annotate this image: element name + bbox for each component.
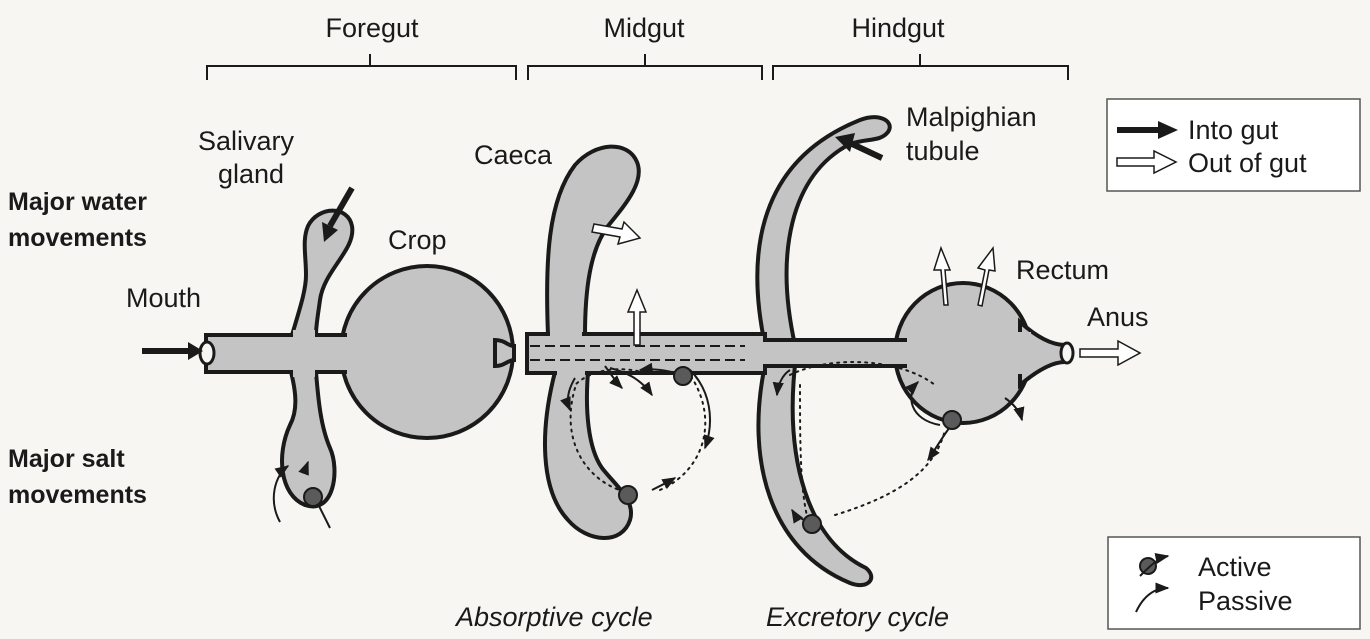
anus-out-arrow	[1080, 341, 1140, 365]
salivary-label-line1: Salivary	[198, 126, 295, 156]
passive-arrow-midgut-3	[690, 370, 710, 448]
malpighian-label-line1: Malpighian	[906, 102, 1037, 132]
excretory-cycle-label: Excretory cycle	[766, 602, 949, 632]
hindgut-tube	[765, 340, 905, 366]
hindgut-label: Hindgut	[851, 13, 945, 43]
salivary-gland-upper	[292, 211, 352, 335]
caeca-junction-upper	[550, 330, 582, 339]
caeca-label: Caeca	[474, 140, 553, 170]
salt-label-line1: Major salt	[8, 445, 125, 473]
legend-water-direction: Into gut Out of gut	[1107, 99, 1360, 191]
excretory-dotted-right	[835, 430, 945, 515]
active-pump-midgut	[674, 367, 692, 385]
foregut-tube	[206, 335, 345, 372]
salivary-gland-lower	[282, 372, 334, 506]
midgut-bracket	[528, 54, 762, 80]
anus-label: Anus	[1087, 302, 1149, 332]
midgut-tube	[527, 334, 765, 373]
rectum-junction	[896, 342, 916, 364]
caeca-junction-lower	[557, 368, 585, 377]
salivary-junction-upper	[293, 330, 315, 338]
water-label-line2: movements	[8, 224, 147, 252]
foregut-bracket	[207, 54, 516, 80]
malpighian-label-line2: tubule	[906, 136, 980, 166]
legend-into-label: Into gut	[1188, 115, 1279, 145]
legend-out-label: Out of gut	[1188, 148, 1307, 178]
gut-anatomy	[200, 117, 1073, 585]
salivary-junction-lower	[293, 369, 315, 377]
absorptive-cycle-label: Absorptive cycle	[454, 602, 653, 632]
mouth-label: Mouth	[126, 283, 201, 313]
salt-label-line2: movements	[8, 481, 147, 509]
anus-opening	[1061, 343, 1073, 363]
proventriculus	[495, 340, 514, 366]
active-pump-rectum	[943, 411, 961, 429]
anal-junction	[1017, 332, 1031, 374]
malpighian-arrow	[850, 143, 882, 158]
malpighian-tubule-lower	[758, 365, 871, 585]
rectum-label: Rectum	[1016, 255, 1109, 285]
crop	[341, 266, 513, 438]
midgut-label: Midgut	[603, 13, 685, 43]
water-label-line1: Major water	[8, 188, 147, 216]
legend-passive-label: Passive	[1198, 586, 1293, 616]
legend-active-pump	[1140, 558, 1156, 574]
active-pump-caeca	[619, 486, 637, 504]
active-pump-tubule	[803, 515, 821, 533]
absorptive-dotted-right	[660, 378, 705, 490]
midgut-hindgut-junction	[760, 342, 780, 364]
mouth-opening	[200, 342, 214, 364]
region-brackets	[207, 54, 1068, 80]
crop-junction	[340, 337, 360, 370]
legend-active-label: Active	[1198, 552, 1272, 582]
foregut-label: Foregut	[325, 13, 419, 43]
salivary-label-line2: gland	[218, 159, 284, 189]
caeca-lower	[545, 372, 631, 538]
crop-label: Crop	[388, 225, 447, 255]
legend-transport-type: Active Passive	[1108, 537, 1360, 629]
passive-arrow-caeca-bottom	[652, 478, 675, 490]
active-pump-salivary	[304, 488, 322, 506]
hindgut-bracket	[773, 54, 1068, 80]
